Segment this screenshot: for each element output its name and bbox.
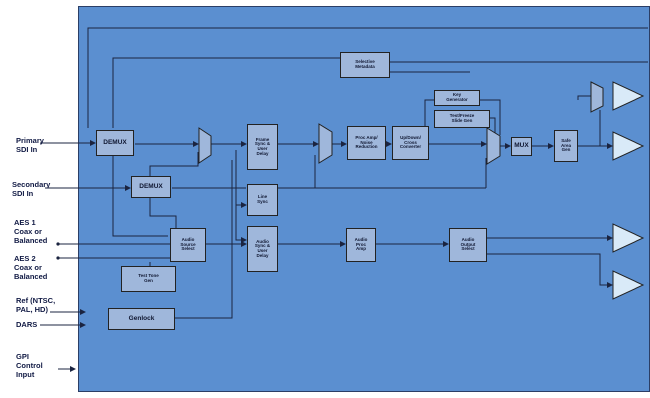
- proc-amp-noise-block: Proc Amp/ Noise Reduction: [347, 126, 386, 160]
- audio-sync-block: Audio Sync & User Delay: [247, 226, 278, 272]
- audio-proc-amp-block: Audio Proc Amp: [346, 228, 376, 262]
- up-down-cross-block: Up/Down/ Cross Converter: [392, 126, 429, 160]
- audio-output-select-block: Audio Output Select: [449, 228, 487, 262]
- label-gpi: GPI Control Input: [16, 352, 43, 379]
- test-tone-gen-block: Test Tone Gen: [121, 266, 176, 292]
- demux-secondary: DEMUX: [131, 176, 171, 198]
- label-secondary-sdi: Secondary SDI In: [12, 180, 51, 198]
- mux-block: MUX: [511, 137, 532, 156]
- label-ref: Ref (NTSC, PAL, HD): [16, 296, 56, 314]
- label-dars: DARS: [16, 320, 38, 329]
- selective-metadata-block: Selective Metadata: [340, 52, 390, 78]
- audio-source-select-block: Audio Source Select: [170, 228, 206, 262]
- line-sync-block: Line Sync: [247, 184, 278, 216]
- safe-area-gen-block: Safe Area Gen: [554, 130, 578, 162]
- label-primary-sdi: Primary SDI In: [16, 136, 44, 154]
- test-freeze-block: Test/Freeze Slide Gen: [434, 110, 490, 128]
- demux-primary: DEMUX: [96, 130, 134, 156]
- key-generator-block: Key Generator: [434, 90, 480, 106]
- label-aes2: AES 2 Coax or Balanced: [14, 254, 48, 281]
- label-aes1: AES 1 Coax or Balanced: [14, 218, 48, 245]
- frame-sync-block: Frame Sync & User Delay: [247, 124, 278, 170]
- genlock-block: Genlock: [108, 308, 175, 330]
